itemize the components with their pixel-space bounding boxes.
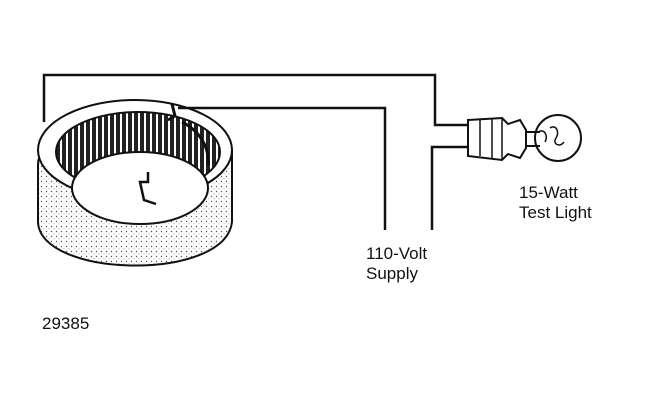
wiring [42, 73, 470, 230]
stator-lead-bundle [181, 120, 210, 166]
bulb-filament [549, 126, 565, 146]
test-light [467, 114, 582, 162]
test-light-socket [467, 116, 527, 162]
stator-lead-inner [138, 172, 157, 206]
wire-lamp-to-supply [430, 145, 470, 230]
supply-label-line1: 110-Volt [366, 244, 428, 263]
wire-terminal-to-supply [178, 106, 387, 230]
wire-frame-to-lamp [42, 73, 470, 127]
stator [37, 99, 233, 267]
stator-bore [71, 151, 209, 225]
figure-number: 29385 [42, 314, 90, 333]
test-light-label-line1: 15-Watt [519, 183, 578, 202]
supply-label-line2: Supply [366, 264, 418, 283]
test-light-bulb [534, 114, 582, 162]
test-light-label: 15-Watt Test Light [519, 183, 592, 223]
test-light-label-line2: Test Light [519, 203, 592, 222]
supply-label: 110-Volt Supply [366, 244, 427, 284]
stator-lead-terminal [167, 103, 177, 122]
